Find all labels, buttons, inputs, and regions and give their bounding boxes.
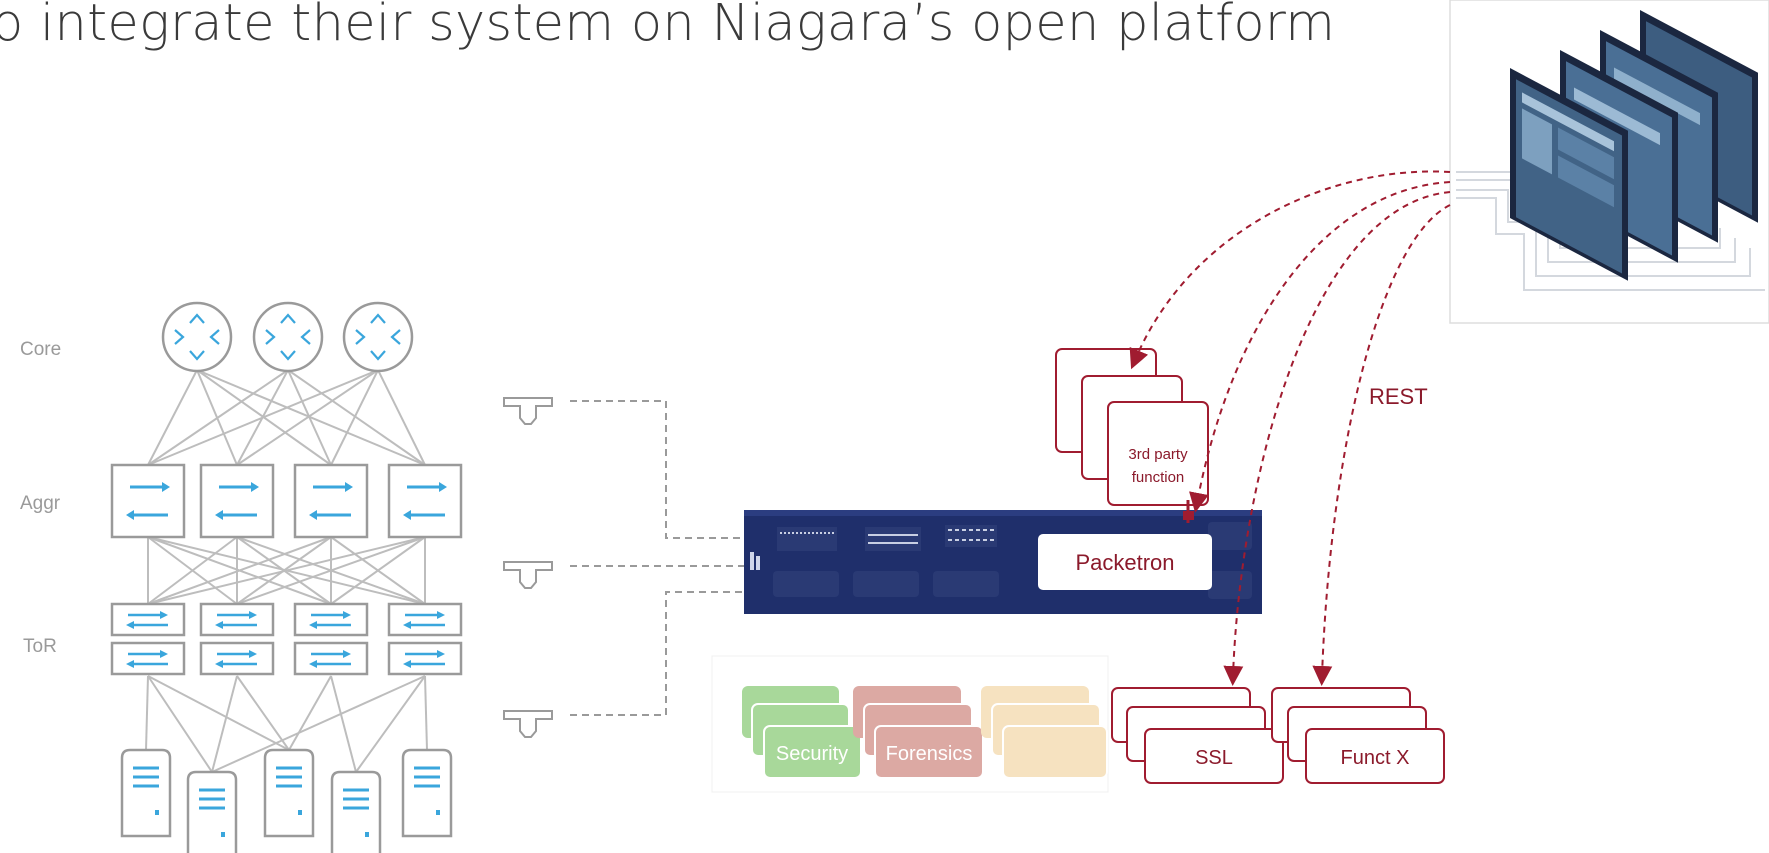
network-tap-icon bbox=[503, 710, 553, 738]
management-console-icon bbox=[1449, 0, 1769, 324]
network-tap-icon bbox=[503, 397, 553, 425]
device-ports bbox=[773, 522, 1252, 599]
tor-switch-icon bbox=[199, 602, 275, 676]
aggregation-switch-icon bbox=[387, 463, 463, 539]
security-tool: Security bbox=[742, 686, 862, 779]
third-tool bbox=[981, 686, 1108, 779]
server-icon bbox=[401, 748, 453, 838]
network-tap-icon bbox=[503, 561, 553, 589]
router-icon bbox=[342, 301, 414, 373]
server-icon bbox=[330, 770, 382, 853]
server-icon bbox=[186, 770, 238, 853]
rest-label: REST bbox=[1369, 384, 1428, 409]
tool-groups: Security Forensics bbox=[711, 655, 1109, 793]
funct-x-label: Funct X bbox=[1341, 747, 1410, 769]
aggregation-switch-icon bbox=[110, 463, 186, 539]
security-label: Security bbox=[776, 743, 848, 765]
tier-label-core: Core bbox=[20, 339, 61, 360]
server-icon bbox=[263, 748, 315, 838]
ssl-label: SSL bbox=[1195, 747, 1233, 769]
packetron-label-box bbox=[1038, 534, 1212, 590]
router-icon bbox=[252, 301, 324, 373]
tor-switch-icon bbox=[293, 602, 369, 676]
rest-arrows bbox=[1129, 170, 1451, 686]
tap-links bbox=[570, 400, 744, 716]
aggregation-switch-icon bbox=[293, 463, 369, 539]
tier-label-tor: ToR bbox=[23, 636, 57, 657]
packet-broker-device: Packetron bbox=[744, 510, 1262, 614]
tor-switch-icon bbox=[387, 602, 463, 676]
forensics-label: Forensics bbox=[886, 743, 973, 765]
function-funct-x: Funct X bbox=[1271, 687, 1445, 784]
third-party-function: 3rd party function bbox=[1055, 348, 1209, 523]
tier-label-aggr: Aggr bbox=[20, 493, 61, 514]
server-icon bbox=[120, 748, 172, 838]
function-ssl: SSL bbox=[1111, 687, 1284, 784]
tor-server-links bbox=[145, 675, 428, 773]
tor-switch-icon bbox=[110, 602, 186, 676]
third-party-line1: 3rd party bbox=[1128, 446, 1188, 463]
taps bbox=[503, 397, 744, 738]
device-label: Packetron bbox=[1075, 550, 1174, 575]
dc-network: Core Aggr ToR bbox=[20, 301, 463, 853]
third-party-line2: function bbox=[1132, 469, 1185, 486]
aggr-tor-links bbox=[147, 536, 426, 605]
router-icon bbox=[161, 301, 233, 373]
device-logo bbox=[750, 552, 760, 570]
slide-title: o integrate their system on Niagara’s op… bbox=[0, 0, 1336, 53]
forensics-tool: Forensics bbox=[853, 686, 984, 779]
aggregation-switch-icon bbox=[199, 463, 275, 539]
core-aggr-links bbox=[147, 369, 426, 466]
